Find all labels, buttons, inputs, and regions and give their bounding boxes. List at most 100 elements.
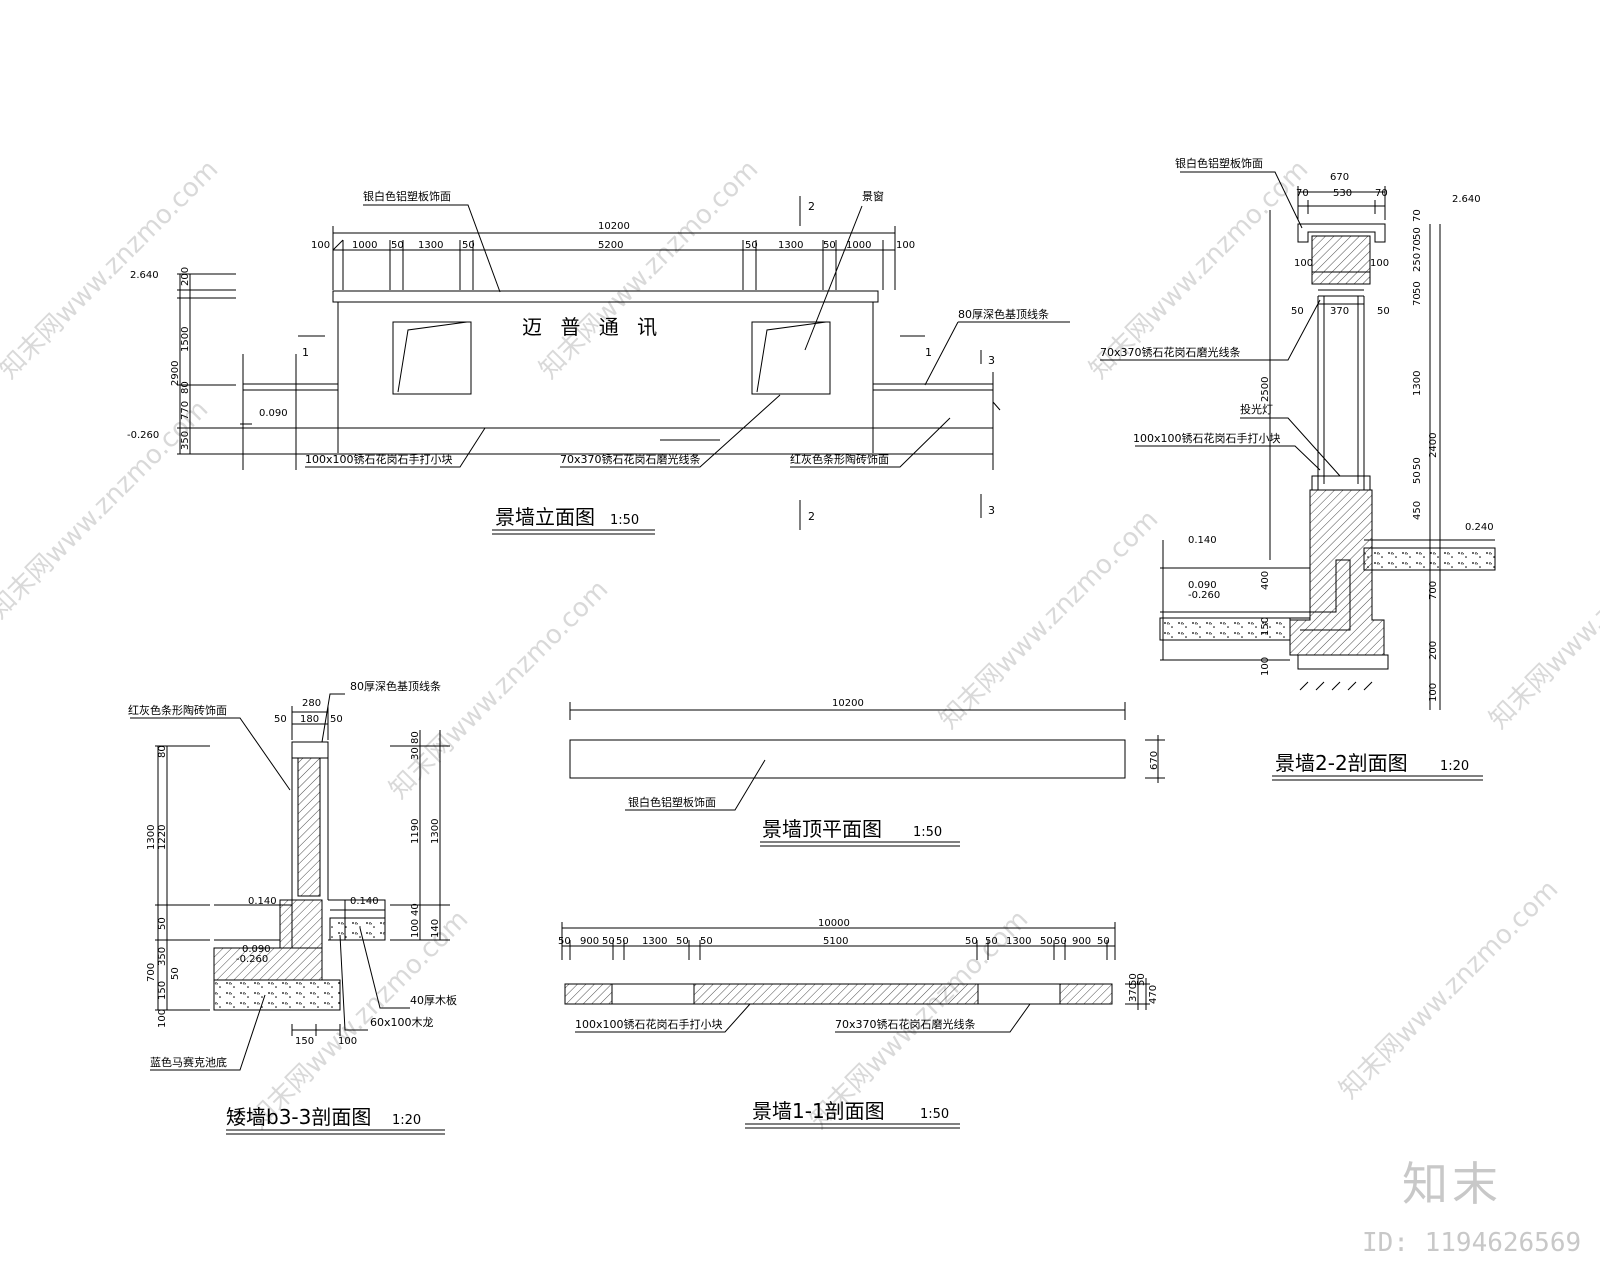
s22-vdim: 450 xyxy=(1412,501,1423,520)
elev-vdim: 770 xyxy=(180,401,191,420)
elev-dim: 100 xyxy=(896,240,915,251)
s11-dim: 50 xyxy=(1040,936,1053,947)
s22-vdim: 70 xyxy=(1412,239,1423,252)
watermark-text: 知末网www.znzmo.com xyxy=(934,504,1165,735)
watermark-text: 知末网www.znzmo.com xyxy=(0,394,214,625)
s33-level: -0.260 xyxy=(236,954,268,965)
section-3-3-drawing xyxy=(130,693,450,1135)
s22-dim: 70 xyxy=(1296,188,1309,199)
label-cap: 银白色铝塑板饰面 xyxy=(363,189,451,203)
section-mark: 2 xyxy=(808,510,815,523)
s11-dim: 1300 xyxy=(1006,936,1031,947)
elevation-scale: 1:50 xyxy=(610,513,639,528)
top-plan-scale: 1:50 xyxy=(913,825,942,840)
s33-label-coping: 80厚深色基顶线条 xyxy=(350,679,441,693)
s22-level: 2.640 xyxy=(1452,194,1481,205)
s22-vdim: 250 xyxy=(1412,253,1423,272)
s22-dim: 530 xyxy=(1333,188,1352,199)
s22-level: 0.090 xyxy=(1188,580,1217,591)
image-id-watermark: ID: 1194626569 xyxy=(1362,1228,1582,1258)
watermark-text: 知末网www.znzmo.com xyxy=(1484,504,1600,735)
section-2-2-scale: 1:20 xyxy=(1440,759,1469,774)
elev-level: -0.260 xyxy=(127,430,159,441)
s33-vdim: 50 xyxy=(157,917,168,930)
label-stone: 100x100锈石花岗石手打小块 xyxy=(305,452,453,466)
section-mark: 1 xyxy=(925,346,932,359)
elev-dim: 100 xyxy=(311,240,330,251)
s33-vdim: 1300 xyxy=(146,825,157,850)
label-coping: 80厚深色基顶线条 xyxy=(958,307,1049,321)
plan-width: 670 xyxy=(1149,751,1160,770)
s22-label-lamp: 投光灯 xyxy=(1240,402,1273,416)
s33-dim: 180 xyxy=(300,714,319,725)
s33-vdim: 30 xyxy=(410,747,421,760)
section-mark: 3 xyxy=(988,354,995,367)
s33-level: 0.090 xyxy=(242,944,271,955)
label-strip: 70x370锈石花岗石磨光线条 xyxy=(560,452,701,466)
s22-vdim: 70 xyxy=(1412,209,1423,222)
section-mark: 3 xyxy=(988,504,995,517)
s22-vdim: 400 xyxy=(1260,571,1271,590)
section-3-3-title: 矮墙b3-3剖面图 xyxy=(226,1105,371,1129)
elev-level: 2.640 xyxy=(130,270,159,281)
s22-vdim: 700 xyxy=(1428,581,1439,600)
s33-vdim: 350 xyxy=(157,947,168,966)
elev-vdim: 2900 xyxy=(170,361,181,386)
elev-dim: 50 xyxy=(745,240,758,251)
section-2-2-texts: 银白色铝塑板饰面 670 70 530 70 100 100 50 370 50… xyxy=(1100,156,1494,775)
s33-dim: 150 xyxy=(295,1036,314,1047)
s11-dim: 1300 xyxy=(642,936,667,947)
s33-vdim: 100 xyxy=(157,1009,168,1028)
s33-vdim: 140 xyxy=(430,919,441,938)
s33-vdim: 40 xyxy=(410,903,421,916)
s33-vdim: 1300 xyxy=(430,819,441,844)
top-plan-title: 景墙顶平面图 xyxy=(762,817,882,841)
elev-vdim: 1500 xyxy=(180,327,191,352)
s33-dim: 100 xyxy=(338,1036,357,1047)
s11-label-stone: 100x100锈石花岗石手打小块 xyxy=(575,1017,723,1031)
section-2-2-title: 景墙2-2剖面图 xyxy=(1275,751,1408,775)
elev-dim: 1300 xyxy=(778,240,803,251)
s11-vdim: 470 xyxy=(1148,985,1159,1004)
section-mark: 2 xyxy=(808,200,815,213)
elev-dim: 50 xyxy=(823,240,836,251)
elev-vdim: 350 xyxy=(180,431,191,450)
s11-dim: 50 xyxy=(676,936,689,947)
s11-dim: 50 xyxy=(558,936,571,947)
elevation-drawing xyxy=(177,196,1070,535)
plan-label: 银白色铝塑板饰面 xyxy=(628,795,716,809)
section-1-1-title: 景墙1-1剖面图 xyxy=(752,1099,885,1123)
s33-vdim: 700 xyxy=(146,963,157,982)
section-1-1-texts: 10000 50 900 50 50 1300 50 50 5100 50 50… xyxy=(558,918,1159,1123)
elev-level: 0.090 xyxy=(259,408,288,419)
section-mark: 1 xyxy=(302,346,309,359)
s33-level: 0.140 xyxy=(350,896,379,907)
elev-dim: 1300 xyxy=(418,240,443,251)
s22-vdim: 1300 xyxy=(1412,371,1423,396)
elev-dim: 50 xyxy=(391,240,404,251)
s22-level: 0.140 xyxy=(1188,535,1217,546)
s33-vdim: 150 xyxy=(157,981,168,1000)
section-1-1-scale: 1:50 xyxy=(920,1107,949,1122)
s11-dim: 900 xyxy=(580,936,599,947)
s22-vdim: 2500 xyxy=(1260,377,1271,402)
s22-label-strip: 70x370锈石花岗石磨光线条 xyxy=(1100,345,1241,359)
s33-label-fill: 蓝色马赛克池底 xyxy=(150,1055,227,1069)
s33-vdim: 1190 xyxy=(410,819,421,844)
s22-dim: 70 xyxy=(1375,188,1388,199)
s22-level: 0.240 xyxy=(1465,522,1494,533)
watermark-text: 知末网www.znzmo.com xyxy=(1334,874,1565,1105)
s33-vdim: 1220 xyxy=(157,825,168,850)
s11-dim: 50 xyxy=(965,936,978,947)
s22-dim: 50 xyxy=(1291,306,1304,317)
s33-level: 0.140 xyxy=(248,896,277,907)
s11-vdim: 50 xyxy=(1128,973,1139,986)
s22-vdim: 70 xyxy=(1412,293,1423,306)
s22-vdim: 100 xyxy=(1428,683,1439,702)
watermark-text: 知末网www.znzmo.com xyxy=(534,154,765,385)
s11-dim: 5100 xyxy=(823,936,848,947)
s11-vdim: 50 xyxy=(1136,973,1147,986)
s33-vdim: 80 xyxy=(157,745,168,758)
s22-vdim: 50 xyxy=(1412,281,1423,294)
